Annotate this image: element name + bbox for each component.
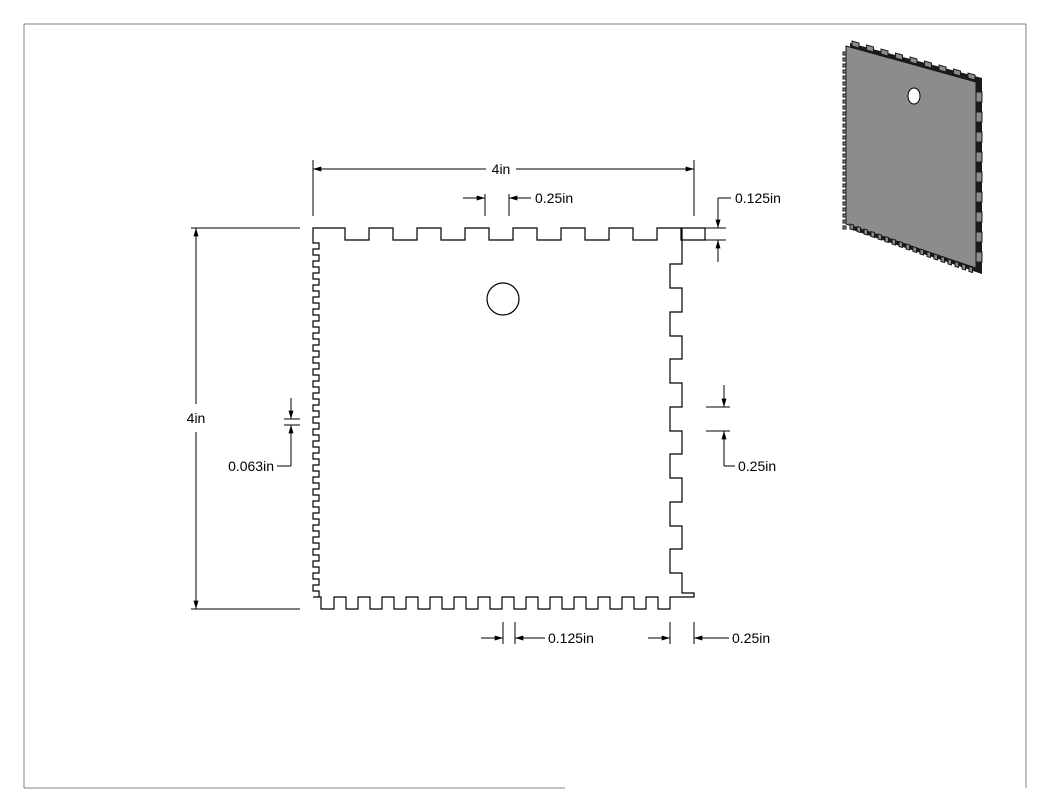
mounting-hole	[486, 282, 520, 316]
preview-left-tooth	[842, 117, 847, 122]
preview-left-tooth	[842, 153, 847, 158]
left-tab-dimension: 0.063in	[228, 398, 300, 474]
preview-top-tooth	[953, 68, 961, 77]
preview-hole	[907, 87, 921, 105]
preview-right-tooth	[975, 211, 983, 223]
preview-left-tooth	[842, 183, 847, 188]
preview-left-tooth	[842, 129, 847, 134]
preview-left-tooth	[842, 111, 847, 116]
preview-right-tooth	[975, 91, 983, 103]
preview-bottom-tooth	[898, 240, 903, 249]
preview-left-tooth	[842, 63, 847, 68]
preview-bottom-tooth	[870, 230, 875, 239]
preview-bottom-tooth	[912, 245, 917, 254]
preview-right-tooth	[975, 171, 983, 183]
preview-left-tooth	[842, 189, 847, 194]
preview-top-tooth	[866, 44, 874, 53]
preview-left-tooth	[842, 51, 847, 56]
preview-right-tooth	[975, 151, 983, 163]
preview-left-tooth	[842, 207, 847, 212]
preview-left-tooth	[842, 93, 847, 98]
preview-right-tooth	[975, 111, 983, 123]
corner-offset-dimension: 0.25in	[648, 622, 770, 646]
preview-left-tooth	[842, 135, 847, 140]
preview-left-tooth	[842, 171, 847, 176]
preview-top-tooth	[895, 52, 903, 61]
top-tab-dimension: 0.25in	[463, 190, 573, 216]
preview-left-tooth	[842, 75, 847, 80]
preview-left-tooth	[842, 81, 847, 86]
preview-bottom-tooth	[856, 225, 861, 234]
preview-left-tooth	[842, 201, 847, 206]
preview-bottom-tooth	[947, 258, 952, 266]
preview-bottom-tooth	[905, 243, 910, 251]
preview-left-tooth	[842, 87, 847, 92]
preview-top-tooth	[938, 64, 947, 73]
preview-bottom-tooth	[933, 253, 938, 261]
preview-left-tooth	[842, 225, 847, 230]
corner-offset-dimension-label: 0.25in	[732, 630, 770, 646]
preview-teeth	[842, 40, 983, 274]
tab-depth-dimension: 0.125in	[688, 190, 781, 262]
preview-left-tooth	[842, 195, 847, 200]
preview-right-tooth	[975, 131, 983, 143]
preview-left-tooth	[842, 159, 847, 164]
preview-bottom-tooth	[849, 223, 854, 231]
height-dimension: 4in	[187, 227, 300, 610]
preview-right-tooth	[975, 231, 983, 243]
preview-left-tooth	[842, 105, 847, 110]
preview-left-tooth	[842, 141, 847, 146]
preview-bottom-tooth	[877, 233, 882, 241]
preview-left-tooth	[842, 123, 847, 128]
width-dimension-label: 4in	[492, 161, 511, 177]
preview-bottom-tooth	[884, 235, 889, 244]
preview-top-tooth	[909, 56, 918, 65]
preview-left-tooth	[842, 147, 847, 152]
bottom-tab-dimension-label: 0.125in	[548, 630, 594, 646]
top-tab-dimension-label: 0.25in	[535, 190, 573, 206]
preview-top-tooth	[851, 40, 860, 49]
preview-right-tooth	[975, 251, 983, 263]
preview-bottom-tooth	[926, 250, 931, 259]
preview-bottom-tooth	[891, 238, 896, 246]
height-dimension-label: 4in	[187, 410, 206, 426]
right-tab-dimension-label: 0.25in	[738, 458, 776, 474]
left-tab-dimension-label: 0.063in	[228, 458, 274, 474]
preview-left-tooth	[842, 165, 847, 170]
preview-bottom-tooth	[961, 263, 966, 271]
preview-bottom-tooth	[863, 228, 868, 236]
bottom-tab-dimension: 0.125in	[481, 622, 594, 646]
preview-left-tooth	[842, 213, 847, 218]
preview-left-tooth	[842, 177, 847, 182]
preview-top-tooth	[924, 60, 932, 69]
preview-face	[845, 45, 977, 269]
preview-top-tooth	[880, 48, 889, 57]
width-dimension: 4in	[312, 160, 695, 216]
preview-bottom-tooth	[919, 248, 924, 256]
plate-outline	[312, 227, 706, 610]
tab-depth-dimension-label: 0.125in	[735, 190, 781, 206]
preview-left-tooth	[842, 219, 847, 224]
preview-top-tooth	[967, 72, 976, 81]
preview-bottom-tooth	[940, 255, 945, 264]
preview-left-tooth	[842, 69, 847, 74]
isometric-preview	[842, 40, 983, 274]
preview-bottom-tooth	[954, 260, 959, 269]
right-tab-dimension: 0.25in	[706, 385, 776, 474]
preview-left-tooth	[842, 99, 847, 104]
preview-right-tooth	[975, 191, 983, 203]
preview-left-tooth	[842, 57, 847, 62]
sheet-frame	[23, 23, 1027, 789]
preview-bottom-tooth	[968, 265, 973, 274]
